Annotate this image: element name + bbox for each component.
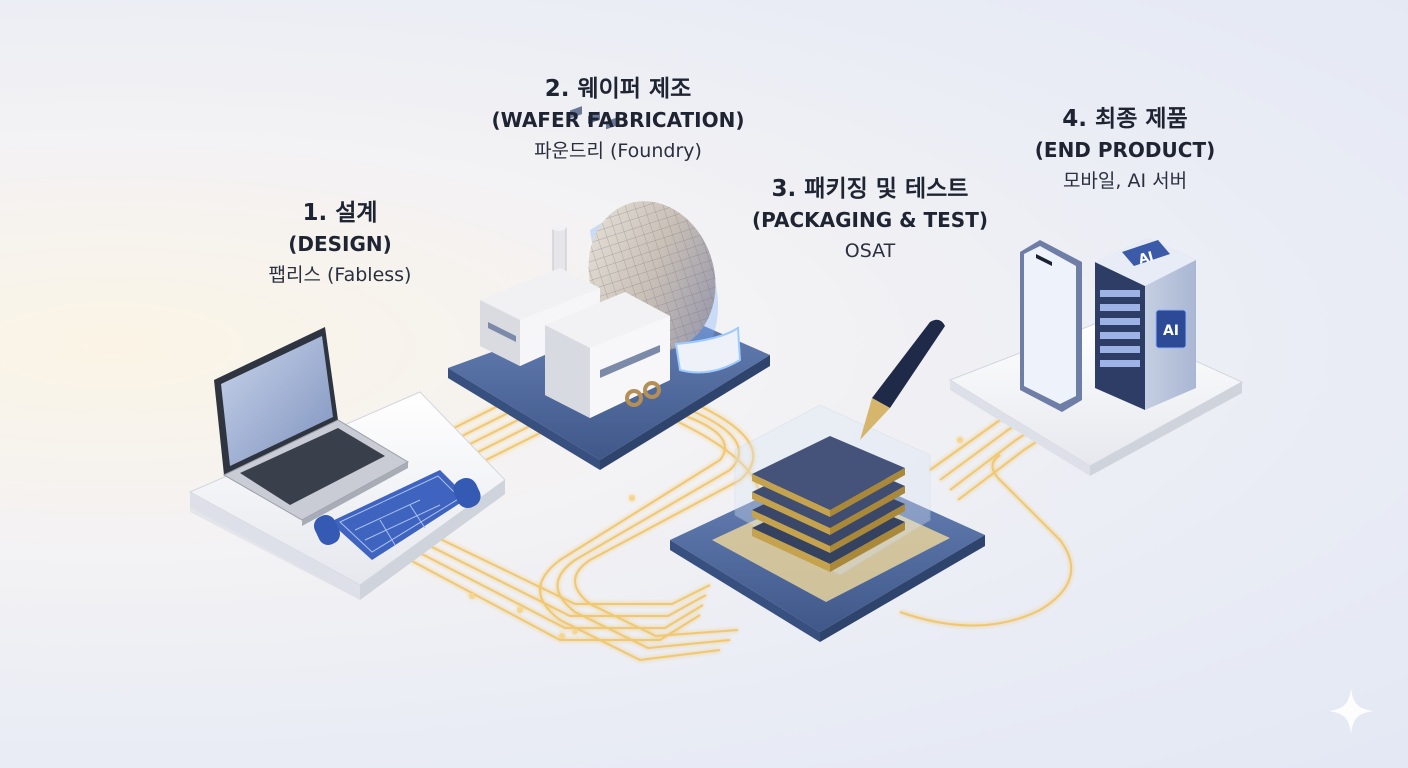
smartphone-icon [1020,240,1082,412]
sparkle-icon [1328,688,1374,734]
chip-stack-icon [734,404,931,576]
ai-server-icon: AI AI [1095,238,1196,410]
step-description: 팹리스 (Fabless) [268,264,412,286]
laptop-icon [214,327,410,526]
step-subtitle: (PACKAGING & TEST) [752,208,988,232]
factory-icon [480,106,670,418]
step-packaging-label: 3. 패키징 및 테스트 (PACKAGING & TEST) OSAT [720,174,1020,267]
step-description: OSAT [844,240,896,262]
step-design-label: 1. 설계 (DESIGN) 팹리스 (Fabless) [200,198,480,291]
step-end-product-label: 4. 최종 제품 (END PRODUCT) 모바일, AI 서버 [1000,104,1250,197]
step-wafer-fab-label: 2. 웨이퍼 제조 (WAFER FABRICATION) 파운드리 (Foun… [468,74,768,167]
blueprint-icon [313,470,481,560]
server-top-badge: AI [1137,249,1155,267]
step-title: 4. 최종 제품 [1062,106,1188,132]
step-description: 파운드리 (Foundry) [534,140,702,162]
step-title: 3. 패키징 및 테스트 [771,176,969,202]
step-subtitle: (WAFER FABRICATION) [491,108,745,132]
step-title: 1. 설계 [302,200,378,226]
probe-icon [860,319,945,440]
server-side-badge: AI [1163,323,1179,339]
step-subtitle: (DESIGN) [288,232,392,256]
step-description: 모바일, AI 서버 [1062,170,1188,192]
step-title: 2. 웨이퍼 제조 [544,76,692,102]
step-subtitle: (END PRODUCT) [1034,138,1216,162]
